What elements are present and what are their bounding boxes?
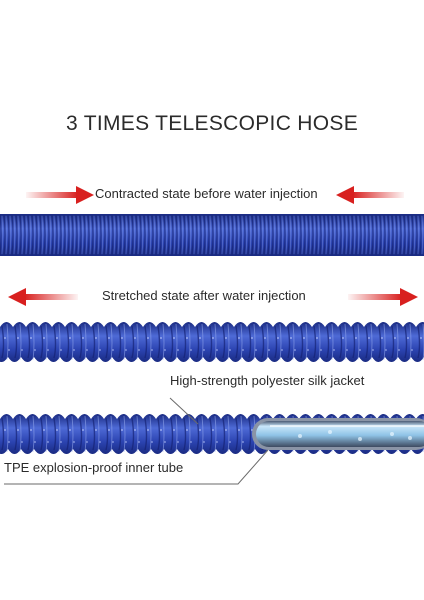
inward-arrow-left-icon: [26, 186, 94, 204]
cutaway-hose-image: [0, 414, 424, 454]
stretched-hose-image: [0, 322, 424, 362]
outward-arrow-left-icon: [8, 288, 78, 306]
contracted-hose-image: [0, 214, 424, 256]
page-title: 3 TIMES TELESCOPIC HOSE: [65, 112, 359, 135]
jacket-caption: High-strength polyester silk jacket: [170, 373, 365, 388]
inward-arrow-right-icon: [336, 186, 404, 204]
outward-arrow-right-icon: [348, 288, 418, 306]
stretched-state-caption: Stretched state after water injection: [102, 288, 306, 303]
inner-tube-caption: TPE explosion-proof inner tube: [4, 460, 184, 475]
contracted-state-caption: Contracted state before water injection: [95, 186, 318, 201]
